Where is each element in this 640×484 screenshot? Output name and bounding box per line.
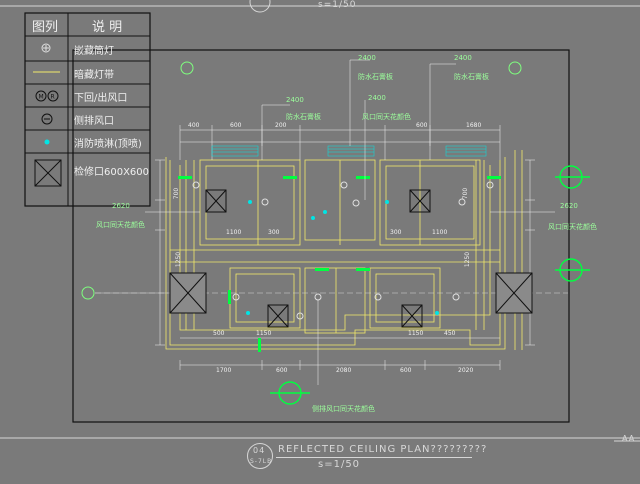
annotation-level-3: 2400 — [454, 54, 472, 62]
dim-top-5: 1680 — [466, 122, 482, 129]
dim-left-1: 700 — [173, 187, 181, 200]
plan-frame — [72, 49, 570, 423]
dim-bottom-inner-1: 500 — [213, 330, 225, 337]
access-panel-room-1 — [205, 189, 227, 213]
annotation-vent-paint-1: 风口同天花颜色 — [362, 113, 411, 121]
top-dimension-chain — [179, 125, 501, 160]
dim-bottom-inner-6: 450 — [444, 330, 456, 337]
downlight-icon — [41, 43, 51, 53]
annotation-level-4: 2400 — [368, 94, 386, 102]
green-tag-markers — [178, 176, 501, 352]
dim-bottom-inner-5: 1150 — [408, 330, 424, 337]
sheet-ref: S-7LB — [250, 458, 273, 465]
annotation-level-6: 2620 — [560, 202, 578, 210]
dim-mid-3: 300 — [390, 229, 402, 236]
leader-lines — [145, 59, 555, 385]
access-panel-room-3 — [267, 304, 289, 328]
dim-top-3: 200 — [275, 122, 287, 129]
dim-mid-1: 1100 — [226, 229, 242, 236]
top-drawing-tag — [249, 0, 271, 13]
dim-bottom-3: 2080 — [336, 367, 352, 374]
svg-text:M: M — [39, 94, 44, 101]
top-scale: s=1/50 — [318, 0, 357, 10]
annotation-waterproof-1: 防水石膏板 — [286, 113, 321, 121]
dim-bottom-4: 600 — [400, 367, 412, 374]
annotation-vent-paint-3: 风口同天花颜色 — [548, 223, 597, 231]
annotation-level-5: 2620 — [112, 202, 130, 210]
legend-label-light-strip: 暗藏灯带 — [74, 70, 114, 81]
axis-bubbles — [81, 61, 522, 300]
drawing-title: REFLECTED CEILING PLAN????????? — [278, 444, 488, 455]
legend-label-side-exhaust: 侧排风口 — [74, 116, 114, 127]
legend-label-downlight: 嵌藏筒灯 — [74, 46, 114, 57]
linear-vent-grilles — [211, 145, 487, 157]
annotation-waterproof-2: 防水石膏板 — [358, 73, 393, 81]
annotation-level-1: 2400 — [286, 96, 304, 104]
dim-mid-4: 1100 — [432, 229, 448, 236]
dim-top-1: 400 — [188, 122, 200, 129]
left-dimension-chain — [155, 159, 165, 346]
legend-header-symbol: 图列 — [32, 20, 59, 35]
bottom-dimension-chain — [179, 337, 501, 370]
svg-text:R: R — [51, 94, 55, 101]
access-panel-room-2 — [409, 189, 431, 213]
dim-right-1: 1250 — [464, 251, 472, 268]
annotation-vent-paint-2: 风口同天花颜色 — [96, 221, 145, 229]
side-exhaust-vent-icon — [41, 113, 53, 125]
annotation-level-2: 2400 — [358, 54, 376, 62]
dim-mid-2: 300 — [268, 229, 280, 236]
access-panel-left — [169, 272, 207, 314]
dim-right-3: 700 — [462, 187, 470, 200]
legend-label-access-panel: 检修口600X600 — [74, 167, 150, 178]
fire-sprinklers — [246, 200, 439, 315]
drawing-number-bubble — [247, 443, 273, 469]
dim-left-3: 1250 — [175, 251, 183, 268]
access-panel-right — [495, 272, 533, 314]
dim-bottom-2: 600 — [276, 367, 288, 374]
dim-top-2: 600 — [230, 122, 242, 129]
annotation-side-exhaust-paint: 侧排风口同天花颜色 — [312, 405, 375, 413]
right-dimension-chain — [525, 159, 535, 346]
dim-bottom-inner-2: 1150 — [256, 330, 272, 337]
dim-bottom-1: 1700 — [216, 367, 232, 374]
ceiling-linework — [165, 150, 523, 350]
legend-header-desc: 说 明 — [92, 20, 123, 35]
title-underline — [276, 457, 472, 458]
side-mark: AA — [622, 434, 636, 443]
legend-label-air-vent: 下回/出风口 — [74, 93, 128, 104]
legend-label-sprinkler: 消防喷淋(顶喷) — [74, 139, 142, 150]
dim-bottom-5: 2020 — [458, 367, 474, 374]
access-panel-room-4 — [401, 304, 423, 328]
downlights — [192, 181, 494, 320]
fire-sprinkler-icon — [44, 139, 50, 145]
annotation-waterproof-3: 防水石膏板 — [454, 73, 489, 81]
dim-top-4: 600 — [416, 122, 428, 129]
drawing-number: 04 — [253, 446, 266, 455]
section-marks — [270, 165, 590, 405]
drawing-scale: s=1/50 — [318, 459, 361, 470]
access-panel-icon — [34, 159, 62, 187]
